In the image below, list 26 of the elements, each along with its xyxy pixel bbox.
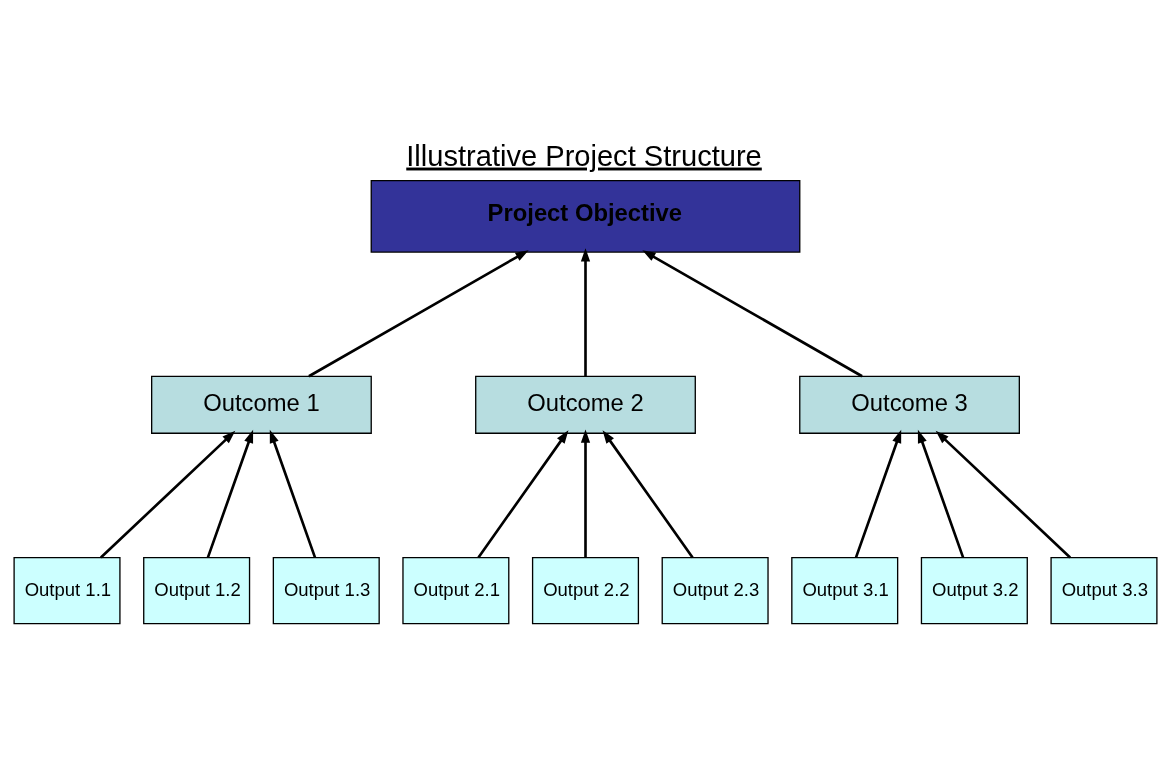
arrow	[206, 429, 254, 558]
arrow	[308, 250, 529, 378]
node-box: Output 2.1	[402, 556, 510, 625]
node-box: Outcome 1	[151, 375, 372, 434]
arrow	[100, 430, 236, 559]
arrow	[935, 430, 1071, 559]
arrow	[580, 248, 591, 377]
node-box: Output 3.1	[791, 556, 899, 625]
node-box: Output 1.2	[143, 556, 251, 625]
arrow	[477, 430, 569, 559]
node-box: Output 2.3	[661, 556, 769, 625]
arrow	[269, 429, 317, 558]
node-box: Output 3.3	[1050, 556, 1158, 625]
diagram-title: Illustrative Project Structure	[406, 139, 762, 172]
arrow	[854, 429, 902, 558]
node-box: Outcome 2	[475, 375, 696, 434]
node-box: Output 1.3	[272, 556, 380, 625]
node-box: Outcome 3	[799, 375, 1020, 434]
arrow	[917, 429, 965, 558]
node-box: Output 2.2	[531, 556, 640, 625]
arrow	[642, 250, 863, 378]
arrow	[580, 429, 591, 558]
node-box: Output 1.1	[13, 556, 121, 625]
node-box: Output 3.2	[920, 556, 1028, 625]
node-box: Project Objective	[370, 179, 801, 253]
arrow	[602, 430, 694, 559]
